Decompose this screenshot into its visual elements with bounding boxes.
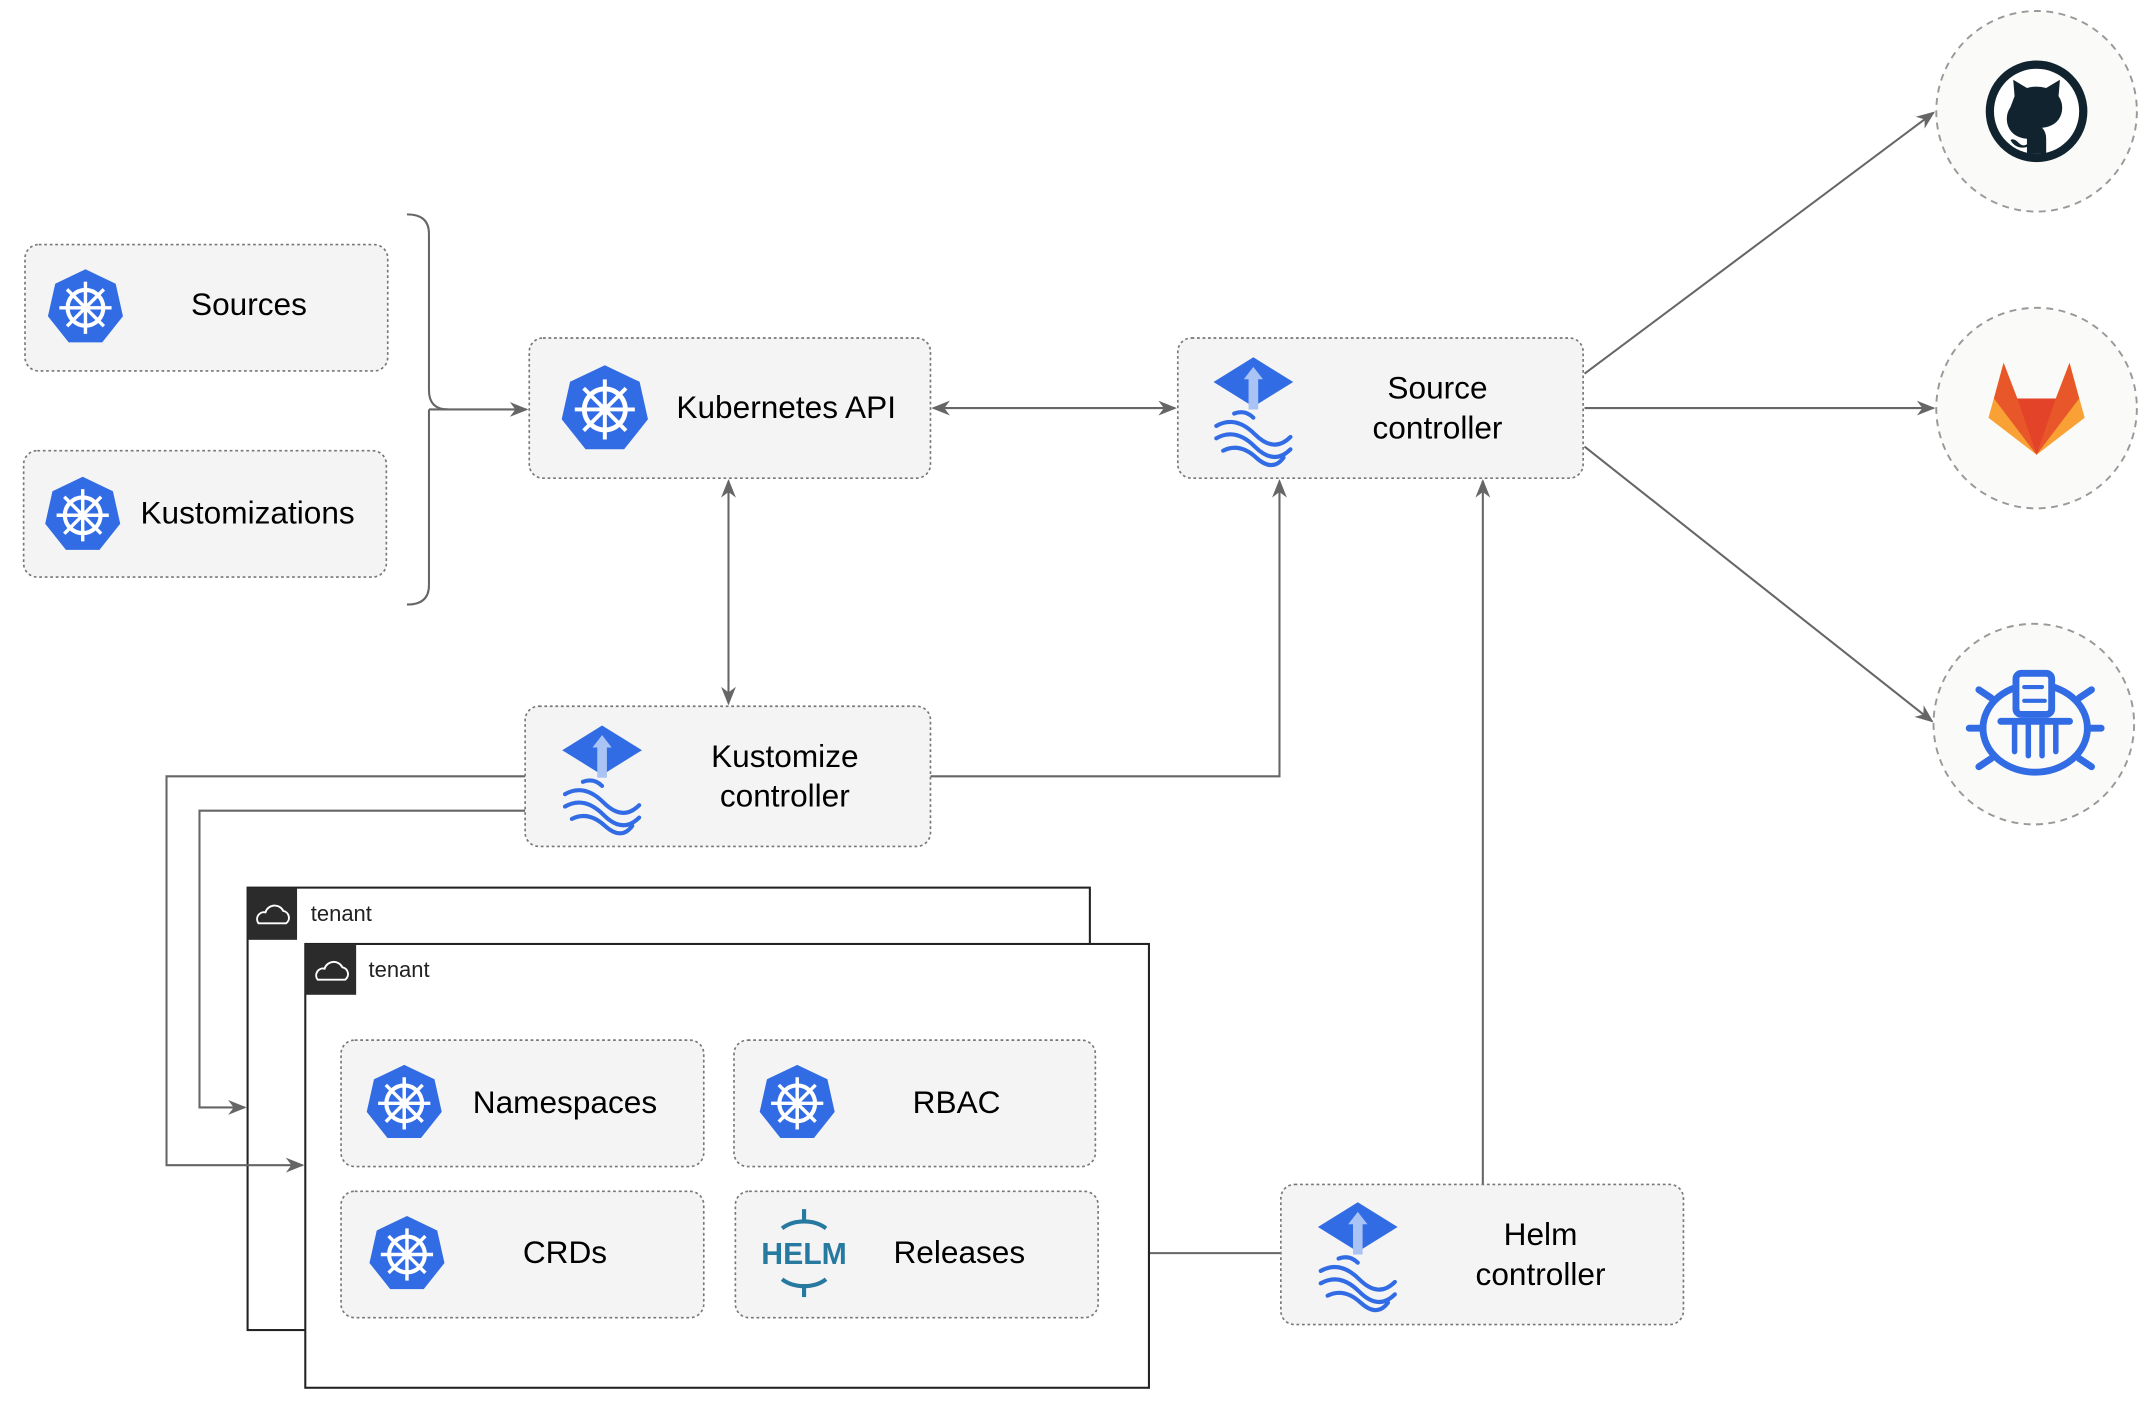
gitlab-icon	[1988, 362, 2085, 455]
github-icon	[1985, 60, 2088, 163]
edge-kustomize-to-tenant-front	[165, 775, 526, 1173]
node-label: Kustomize	[711, 738, 858, 774]
helm-repository-source[interactable]	[1932, 622, 2136, 826]
brace	[406, 213, 449, 606]
node-releases[interactable]: HELM Releases	[734, 1190, 1099, 1319]
cloud-icon	[315, 960, 349, 981]
node-namespaces[interactable]: Namespaces	[340, 1039, 705, 1168]
node-label: Kustomizations	[140, 495, 354, 531]
helm-icon: HELM	[761, 1209, 847, 1298]
node-rbac[interactable]: RBAC	[733, 1039, 1097, 1168]
tenant-label: tenant	[311, 901, 372, 926]
node-label: CRDs	[523, 1234, 607, 1270]
node-kustomizations[interactable]: Kustomizations	[22, 449, 388, 578]
node-helm-controller[interactable]: Helm controller	[1280, 1183, 1685, 1326]
edge-source-to-helm-repo	[1583, 445, 1934, 723]
gitlab-source[interactable]	[1935, 306, 2138, 510]
node-sources[interactable]: Sources	[24, 243, 389, 372]
node-source-controller[interactable]: Source controller	[1176, 337, 1584, 479]
cloud-icon	[256, 904, 290, 925]
node-label: controller	[1476, 1256, 1606, 1292]
github-source[interactable]	[1935, 10, 2138, 213]
node-label: Releases	[893, 1234, 1025, 1270]
edge-kustomize-to-tenant-back	[198, 809, 526, 1115]
node-label: Helm	[1504, 1216, 1578, 1252]
node-label: Source	[1387, 370, 1487, 406]
tenant-label: tenant	[369, 957, 430, 982]
svg-text:HELM: HELM	[761, 1238, 847, 1271]
node-kubernetes-api[interactable]: Kubernetes API	[528, 337, 932, 479]
edge-source-to-github	[1583, 111, 1935, 375]
node-label: controller	[1373, 409, 1503, 445]
node-label: Kubernetes API	[676, 389, 896, 425]
helm-repository-icon	[1965, 669, 2105, 776]
node-label: Namespaces	[473, 1084, 657, 1120]
node-label: controller	[720, 778, 850, 814]
node-label: Sources	[191, 286, 307, 322]
node-kustomize-controller[interactable]: Kustomize controller	[524, 705, 932, 848]
edge-kustomize-to-source	[930, 479, 1287, 778]
node-label: RBAC	[913, 1084, 1001, 1120]
node-crds[interactable]: CRDs	[340, 1190, 705, 1319]
